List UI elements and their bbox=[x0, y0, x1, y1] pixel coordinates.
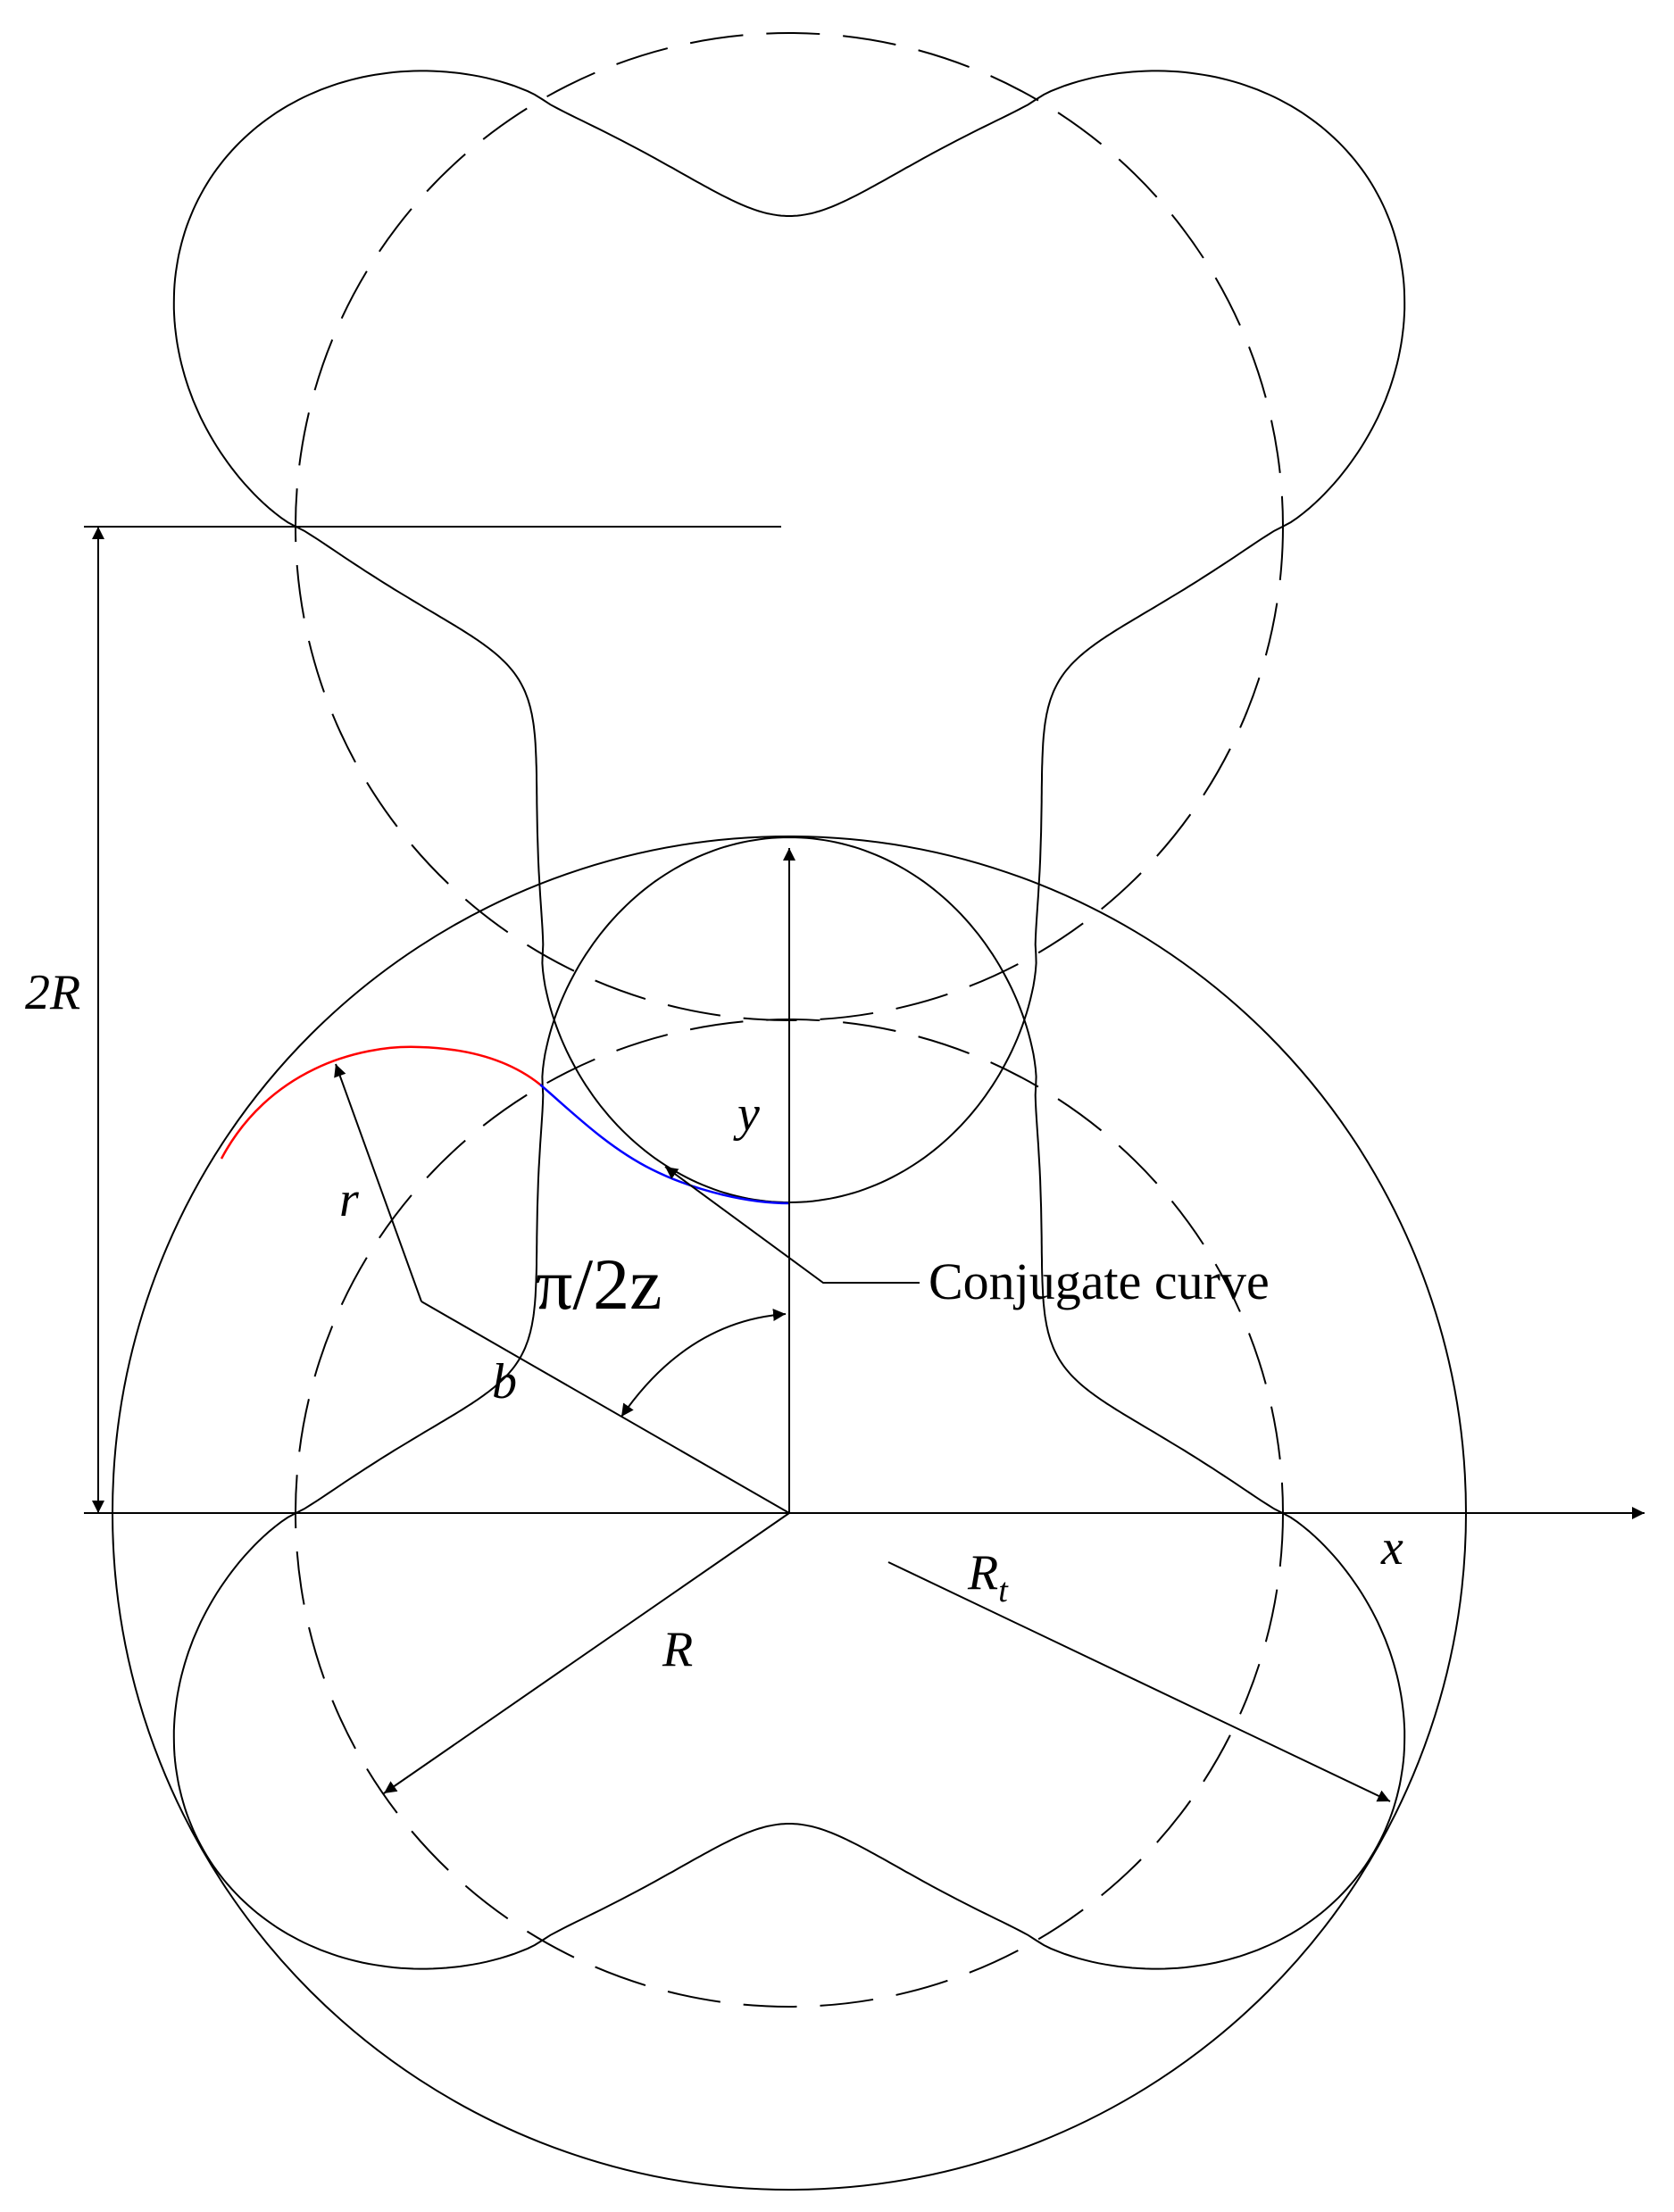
b-line bbox=[421, 1301, 790, 1514]
conjugate-curve-blue bbox=[539, 1084, 790, 1205]
label-rt: Rt bbox=[967, 1545, 1009, 1609]
conjugate-curve-red bbox=[220, 1045, 541, 1160]
conjugate-curve-leader bbox=[664, 1166, 920, 1284]
label-conjugate-curve: Conjugate curve bbox=[929, 1252, 1270, 1310]
label-angle: π/2z bbox=[536, 1243, 662, 1325]
r-line bbox=[334, 1063, 422, 1302]
label-y-axis: y bbox=[733, 1086, 760, 1142]
label-big-r: R bbox=[662, 1622, 693, 1677]
label-b: b bbox=[492, 1354, 517, 1410]
label-x-axis: x bbox=[1380, 1520, 1403, 1576]
label-rt-main: R bbox=[967, 1545, 998, 1601]
angle-arc bbox=[620, 1309, 787, 1418]
dim-rt-line bbox=[887, 1561, 1391, 1802]
label-rt-sub: t bbox=[998, 1572, 1009, 1609]
label-r: r bbox=[339, 1172, 359, 1227]
label-2r: 2R bbox=[25, 965, 80, 1020]
dim-r-line bbox=[383, 1512, 790, 1794]
